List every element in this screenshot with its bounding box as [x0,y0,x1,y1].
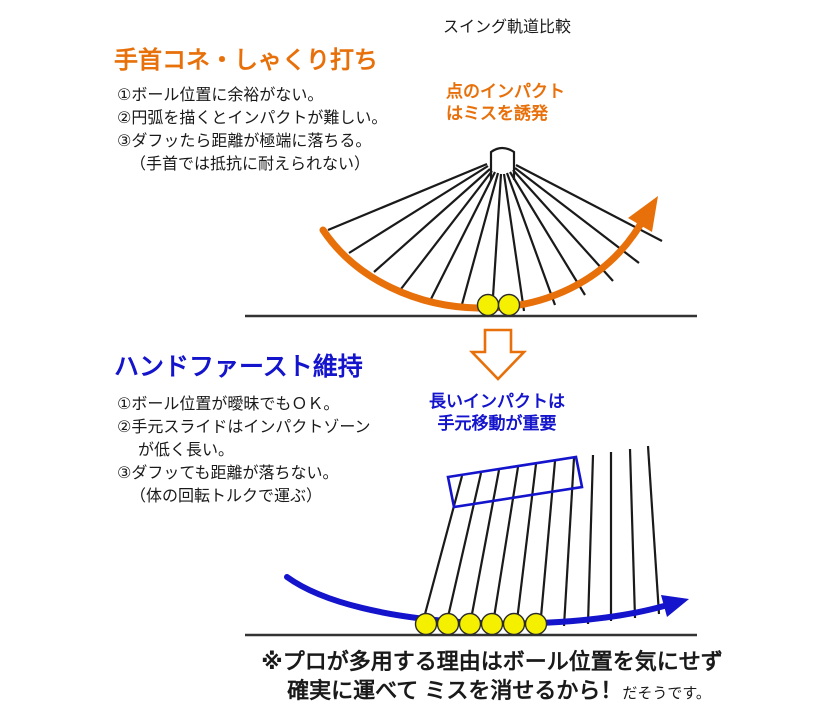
point-item: ②手元スライドはインパクトゾーン [117,419,371,436]
club-shaft-line [459,172,500,309]
golf-ball [476,293,500,317]
footer-line2-suffix: だそうです。 [622,685,711,702]
golf-ball [524,612,548,636]
point-item: が低く長い。 [138,442,235,459]
golf-ball [458,612,482,636]
point-item: ③ダフッても距離が落ちない。 [117,465,339,482]
long-impact-annotation: 長いインパクトは 手元移動が重要 [429,391,565,435]
club-shaft-line [538,460,557,629]
footer-line2-bold: 確実に運べて ミスを消せるから！ [287,678,623,703]
hand-first-heading: ハンドファースト維持 [114,353,363,381]
footer-line1: ※プロが多用する理由はボール位置を気にせず [261,649,723,674]
hand-first-diagram [245,445,697,637]
club-shaft-line [419,475,464,630]
swing-arc-orange-arrowhead [628,196,658,232]
point-item: ②円弧を描くとインパクトが難しい。 [117,110,388,127]
club-shaft-line [646,445,661,615]
transition-down-arrow [468,328,528,381]
club-shaft-line [514,463,538,630]
club-shaft-line [490,466,520,631]
annotation-line: はミスを誘発 [446,104,548,123]
club-shaft-line [467,469,501,631]
point-item: ③ダフッたら距離が極端に落ちる。 [117,133,372,150]
club-shaft-line [505,172,557,306]
annotation-line: 長いインパクトは [429,392,565,411]
point-item: （手首では抵抗に耐えられない） [130,156,371,173]
club-shaft-line [514,167,640,264]
golf-ball [502,612,526,636]
club-shaft-line [400,170,493,290]
club-shaft-fan [419,445,661,631]
page-title: スイング軌道比較 [442,19,572,36]
club-shaft-line [628,448,637,619]
long-impact-zone-rect [446,455,584,509]
wrist-flip-points: ①ボール位置に余裕がない。 ②円弧を描くとインパクトが難しい。 ③ダフッたら距離… [117,84,387,176]
wrist-flip-heading: 手首コネ・しゃくり打ち [114,47,378,74]
hand-first-points: ①ボール位置が曖昧でもＯＫ。 ②手元スライドはインパクトゾーン が低く長い。 ③… [117,393,371,508]
point-item: ①ボール位置に余裕がない。 [117,87,324,104]
club-shaft-line [429,171,496,302]
point-item: ①ボール位置が曖昧でもＯＫ。 [117,396,340,413]
footer-line2: 確実に運べて ミスを消せるから！だそうです。 [287,673,711,705]
swing-arc-blue-arrowhead [661,595,689,617]
club-shaft-line [509,171,586,296]
club-shaft-line [502,173,526,312]
golf-ball [414,612,438,636]
club-shaft-line [512,169,614,282]
club-shaft-line [562,457,576,627]
club-shaft-line [327,162,488,232]
club-shaft-line [373,168,491,273]
golf-ball [480,612,504,636]
point-impact-bracket [489,146,516,180]
club-shaft-line [348,165,489,254]
point-impact-annotation: 点のインパクト はミスを誘発 [446,81,565,125]
annotation-line: 手元移動が重要 [437,414,557,433]
wrist-flip-diagram [245,146,697,318]
annotation-line: 点のインパクト [446,82,565,101]
club-shaft-fan [327,162,663,313]
club-shaft-line [443,472,483,631]
golf-ball [436,612,460,636]
swing-arc-orange [319,221,644,312]
club-shaft-line [586,454,595,625]
point-item: （体の回転トルクで運ぶ） [130,488,323,505]
golf-ball [497,293,521,317]
club-shaft-line [490,173,503,313]
